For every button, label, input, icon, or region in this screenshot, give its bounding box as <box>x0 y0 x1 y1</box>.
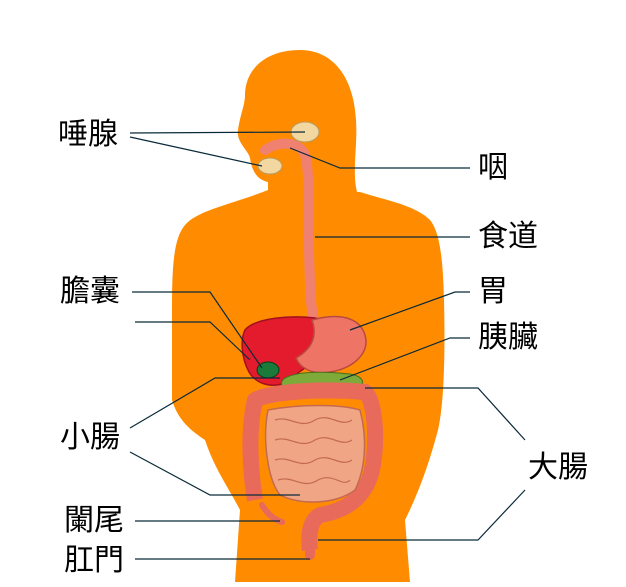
leader-salivary-top <box>129 131 306 134</box>
submandibular-gland <box>257 157 283 175</box>
small-intestine-shape <box>264 404 366 503</box>
small-intestine-coils <box>274 417 353 485</box>
label-gallbladder: 膽囊 <box>60 274 120 309</box>
esophagus-shape <box>260 138 319 325</box>
leader-large-intestine-bottom <box>318 489 526 541</box>
gallbladder-shape <box>256 361 280 379</box>
label-anus: 肛門 <box>64 543 124 578</box>
leader-pancreas <box>339 337 470 381</box>
leader-small-intestine-top <box>129 377 280 429</box>
leader-gallbladder <box>132 291 263 369</box>
label-small-intestine: 小腸 <box>60 420 120 455</box>
stomach-shape <box>295 315 367 374</box>
label-large-intestine: 大腸 <box>528 450 588 485</box>
large-intestine-shape <box>242 382 384 552</box>
leader-lines <box>129 131 526 560</box>
leader-small-intestine-bottom <box>129 451 300 496</box>
appendix-shape <box>259 502 285 525</box>
label-stomach: 胃 <box>478 274 508 309</box>
label-pharynx: 咽 <box>478 150 508 185</box>
leader-salivary-bottom <box>129 136 263 167</box>
leader-large-intestine-top <box>365 387 526 441</box>
label-appendix: 闌尾 <box>64 503 124 538</box>
leader-stomach <box>349 291 470 331</box>
leader-liver <box>135 321 251 361</box>
label-pancreas: 胰臟 <box>478 320 538 355</box>
label-salivary-glands: 唾腺 <box>58 117 118 152</box>
label-esophagus: 食道 <box>478 219 538 254</box>
leader-pharynx <box>289 147 470 169</box>
